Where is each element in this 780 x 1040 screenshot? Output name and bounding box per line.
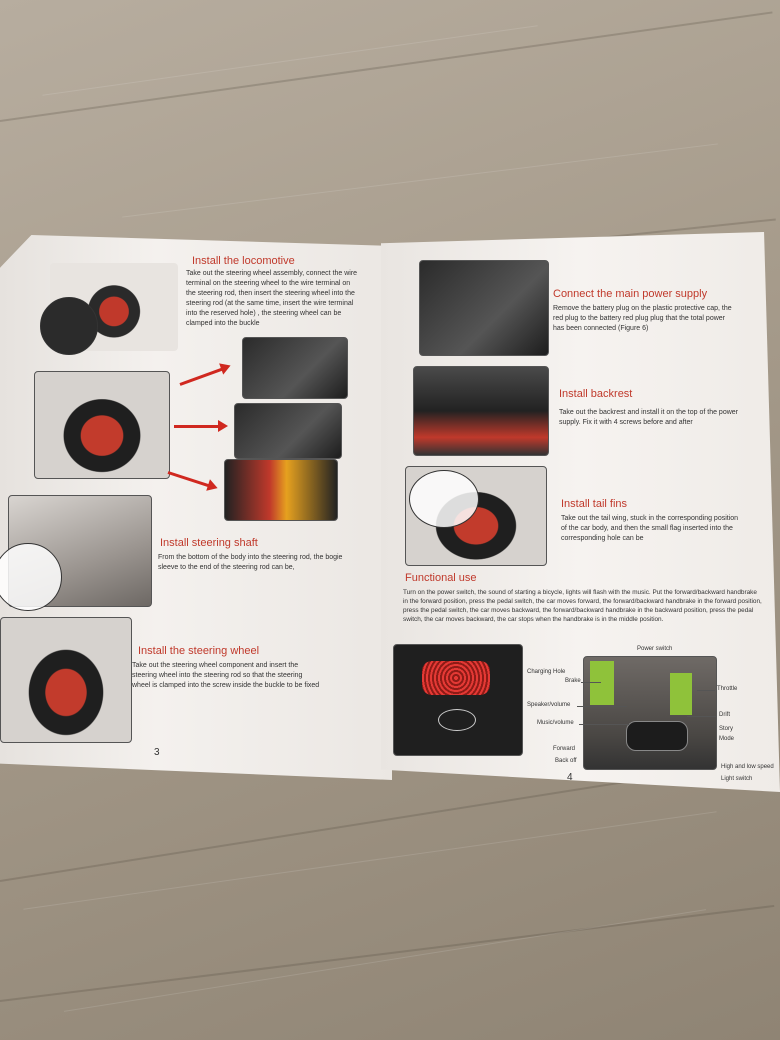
kart-top-photo: [34, 371, 170, 479]
shaft-inset-circle: [0, 543, 62, 611]
step4-text: Remove the battery plug on the plastic p…: [553, 305, 732, 332]
right-page: Connect the main power supply Remove the…: [381, 232, 780, 792]
page-number-3: 3: [154, 747, 160, 758]
label-speaker-volume: Speaker/volume: [527, 702, 571, 708]
steering-wheel-photo: [0, 617, 132, 743]
charging-hole: [438, 709, 476, 731]
label-forward: Forward: [553, 746, 576, 752]
functional-use-text: Turn on the power switch, the sound of s…: [403, 589, 762, 623]
label-drift: Drift: [719, 712, 730, 718]
charging-light-photo: [393, 644, 523, 756]
label-story: Story: [719, 726, 734, 732]
arrow-2: [174, 420, 228, 432]
step2-title: Install steering shaft: [160, 537, 258, 549]
label-high-low-speed: High and low speed: [721, 764, 774, 770]
tail-light: [422, 661, 490, 695]
label-power-switch: Power switch: [637, 646, 673, 652]
brake-pedal: [590, 661, 614, 705]
leader-line-drift: [687, 716, 717, 717]
step6-title: Install tail fins: [561, 498, 628, 510]
label-back-off: Back off: [555, 758, 577, 764]
label-throttle: Throttle: [717, 686, 738, 692]
page-number-4: 4: [567, 772, 573, 783]
label-charging-hole: Charging Hole: [527, 669, 566, 675]
step2-text: From the bottom of the body into the ste…: [158, 554, 343, 571]
pedal-controls-photo: [583, 656, 717, 770]
power-supply-photo: [419, 260, 549, 356]
backrest-photo: [413, 366, 549, 456]
step1-text: Take out the steering wheel assembly, co…: [186, 270, 358, 327]
step5-text: Take out the backrest and install it on …: [559, 409, 738, 426]
step1-title: Install the locomotive: [192, 255, 295, 267]
step3-title: Install the steering wheel: [138, 645, 260, 657]
control-panel: [626, 721, 688, 751]
detail-photo-2: [234, 403, 342, 459]
leader-line-brake: [581, 682, 601, 683]
label-mode: Mode: [719, 736, 735, 742]
leader-line-throttle: [697, 690, 715, 691]
detail-photo-1: [242, 337, 348, 399]
tail-inset-circle: [409, 470, 479, 528]
label-light-switch: Light switch: [721, 776, 753, 782]
leader-line-music: [579, 724, 629, 725]
detail-photo-3: [224, 459, 338, 521]
arrow-3: [167, 471, 213, 489]
step3-text: Take out the steering wheel component an…: [132, 662, 320, 689]
functional-use-title: Functional use: [405, 572, 477, 584]
label-brake: Brake: [565, 678, 581, 684]
label-music-volume: Music/volume: [537, 720, 574, 726]
throttle-pedal: [670, 673, 692, 715]
step4-title: Connect the main power supply: [553, 288, 708, 300]
arrow-1: [179, 366, 226, 386]
leader-line-speaker: [577, 706, 627, 707]
left-page: Install the locomotive Take out the stee…: [0, 235, 392, 780]
step6-text: Take out the tail wing, stuck in the cor…: [561, 515, 739, 542]
detail-inset-circle: [40, 297, 98, 355]
step5-title: Install backrest: [559, 388, 633, 400]
